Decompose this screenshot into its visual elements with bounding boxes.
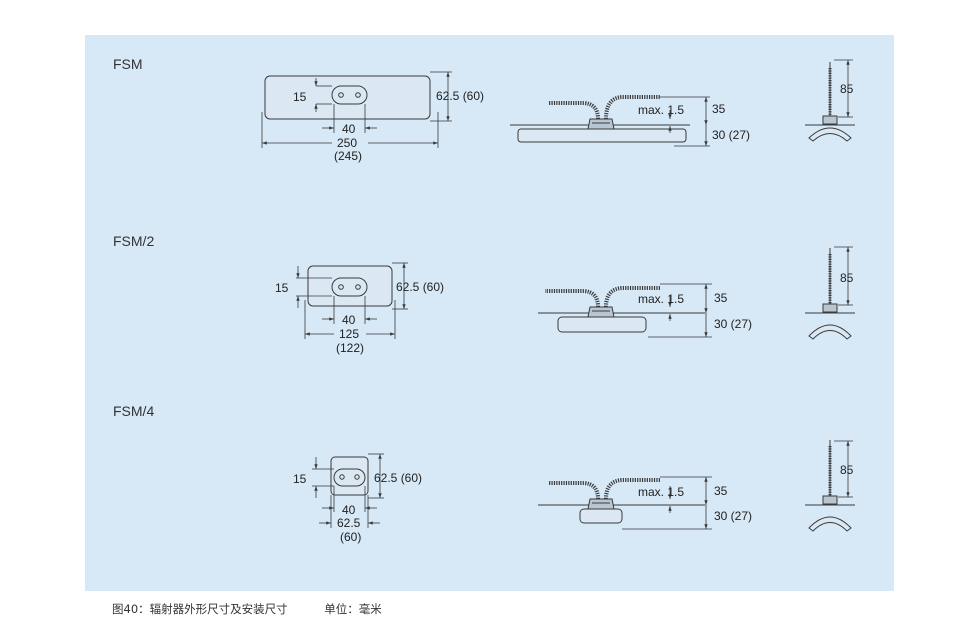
max-label: max. 1.5 — [638, 292, 684, 306]
probe-view-fsm2: 85 — [805, 246, 855, 340]
probe-curved-base — [808, 324, 852, 340]
bottom-dim-label: 30 (27) — [714, 317, 752, 331]
row-label-fsm4: FSM/4 — [113, 403, 155, 419]
figure-caption: 图40：辐射器外形尺寸及安装尺寸 单位：毫米 — [112, 601, 382, 617]
row-label-fsm2: FSM/2 — [113, 233, 155, 249]
slot-dim-label: 40 — [342, 313, 356, 327]
diagram-panel — [85, 35, 894, 591]
length-dim-label: 125 — [339, 327, 359, 341]
mounting-hole — [355, 284, 361, 290]
mounting-hole — [338, 92, 344, 98]
height-dim-label: 62.5 (60) — [374, 471, 422, 485]
side-view-fsm2: max. 1.5 35 30 (27) — [538, 283, 752, 338]
mounting-hole — [339, 474, 345, 480]
height-dim-label: 62.5 (60) — [396, 280, 444, 294]
probe-height-label: 85 — [840, 82, 854, 96]
probe-height-label: 85 — [840, 271, 854, 285]
probe-curved-base — [808, 516, 852, 532]
max-label: max. 1.5 — [638, 103, 684, 117]
emitter-body — [557, 316, 647, 333]
cable-left — [545, 289, 600, 308]
mounting-hole — [338, 284, 344, 290]
emitter-body — [579, 508, 623, 524]
probe-view-fsm4: 85 — [805, 440, 855, 532]
mounting-slot — [333, 468, 366, 487]
probe-clamp — [822, 495, 838, 505]
caption-title: 图40：辐射器外形尺寸及安装尺寸 — [112, 602, 288, 616]
plan-view-fsm: 15 62.5 (60) 40 250 (245) — [261, 71, 484, 163]
top-dim-label: 35 — [712, 102, 726, 116]
cable-left — [548, 481, 600, 500]
probe-curved-base — [808, 127, 852, 142]
length-alt-label: (245) — [334, 149, 362, 163]
probe-view-fsm: 85 — [805, 59, 855, 142]
mounting-hole — [355, 92, 361, 98]
mounting-slot — [331, 85, 368, 105]
height-dim-label: 62.5 (60) — [436, 89, 484, 103]
probe-height-label: 85 — [840, 463, 854, 477]
bottom-dim-label: 30 (27) — [712, 128, 750, 142]
hole-dim-label: 15 — [293, 472, 307, 486]
emitter-body — [517, 128, 687, 143]
caption-unit: 单位：毫米 — [324, 602, 382, 616]
plan-view-fsm4: 15 62.5 (60) 40 62.5 (60) — [293, 453, 422, 544]
plan-view-fsm2: 15 62.5 (60) 40 125 (122) — [275, 262, 444, 355]
cable-right — [604, 286, 660, 308]
side-view-fsm4: max. 1.5 35 30 (27) — [538, 476, 752, 530]
top-dim-label: 35 — [714, 291, 728, 305]
top-dim-label: 35 — [714, 484, 728, 498]
mounting-bracket — [587, 306, 615, 318]
length-dim-label: 62.5 — [337, 516, 361, 530]
slot-dim-label: 40 — [342, 503, 356, 517]
side-view-fsm: max. 1.5 35 30 (27) — [510, 95, 750, 147]
length-dim-label: 250 — [337, 136, 357, 150]
row-label-fsm: FSM — [113, 56, 143, 72]
mounting-hole — [354, 474, 360, 480]
length-alt-label: (60) — [340, 530, 361, 544]
mounting-bracket — [587, 498, 615, 510]
max-label: max. 1.5 — [638, 485, 684, 499]
mounting-slot — [331, 277, 368, 297]
cable-right — [604, 478, 660, 500]
length-alt-label: (122) — [336, 341, 364, 355]
probe-clamp — [822, 303, 838, 313]
probe-clamp — [822, 115, 838, 125]
mounting-bracket — [587, 118, 615, 130]
bottom-dim-label: 30 (27) — [714, 509, 752, 523]
cable-left — [548, 101, 600, 120]
slot-dim-label: 40 — [342, 122, 356, 136]
hole-dim-label: 15 — [275, 281, 289, 295]
hole-dim-label: 15 — [293, 90, 307, 104]
